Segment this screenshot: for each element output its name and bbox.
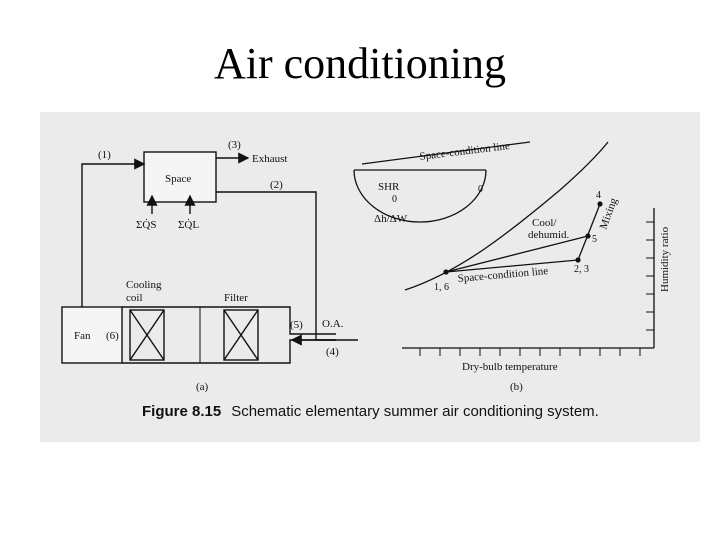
space-label: Space [165,173,191,185]
space-box [143,151,217,203]
filter-label: Filter [224,292,248,304]
space-condition-label-bottom: Space-condition line [457,265,549,285]
filter [223,309,259,361]
figure-caption-text: Schematic elementary summer air conditio… [231,403,599,420]
figure-diagram: Space ΣQ̇S ΣQ̇L (1) (3) Exhaust (2) Cool… [61,139,671,420]
state-3-label: (3) [228,139,241,151]
exhaust-label: Exhaust [252,153,287,165]
state-4-label: (4) [326,346,339,358]
figure-number: Figure 8.15 [142,403,221,420]
figure-caption: Figure 8.15 Schematic elementary summer … [142,403,599,420]
fan-label: Fan [74,330,91,342]
cooling-coil-label-line1: Cooling [126,279,162,291]
schematic-diagram [61,151,336,364]
x-axis-label: Dry-bulb temperature [462,361,558,373]
latent-load-label: ΣQ̇L [178,219,199,231]
shr-zero-left: 0 [392,194,397,205]
cool-dehumid-label-line1: Cool/ [532,217,557,229]
point-2-3 [575,257,581,263]
state-5-label: (5) [290,319,303,331]
state-2-label: (2) [270,179,283,191]
state-6-label: (6) [106,330,119,342]
supply-duct [81,158,146,307]
cooling-coil-label-line2: coil [126,292,143,304]
space-condition-line-top [361,141,531,165]
figure-panel: Space ΣQ̇S ΣQ̇L (1) (3) Exhaust (2) Cool… [40,112,700,442]
space-condition-label-top: Space-condition line [419,140,511,163]
mixing-line [577,203,601,261]
slide-title: Air conditioning [213,39,507,88]
cooling-coil [129,309,165,361]
shr-zero-right: 0 [478,184,483,195]
fan-box [61,306,123,364]
state-1-label: (1) [98,149,111,161]
point-5 [585,233,591,239]
ahu-upper-wall [122,306,336,335]
psychrometric-chart [353,141,655,356]
point-1-6-label: 1, 6 [434,282,449,293]
point-5-label: 5 [592,234,597,245]
axis-ticks [419,221,654,356]
point-1-6 [443,269,449,275]
chart-panel-label: (b) [510,381,523,393]
point-4 [597,201,603,207]
space-condition-line-bottom [445,259,579,273]
mixing-label: Mixing [598,196,621,231]
dh-dw-label: Δh/ΔW [374,213,408,225]
point-4-label: 4 [596,190,601,201]
return-duct [216,191,317,334]
cool-dehumid-label-line2: dehumid. [528,229,569,241]
shr-protractor-arc [353,169,487,223]
sensible-load-label: ΣQ̇S [136,219,156,231]
cool-dehumid-line [445,235,589,273]
point-2-3-label: 2, 3 [574,264,589,275]
shr-label: SHR [378,181,400,193]
oa-label: O.A. [322,318,344,330]
schematic-panel-label: (a) [196,381,209,393]
state-points [443,201,603,275]
y-axis-label: Humidity ratio [659,226,671,292]
